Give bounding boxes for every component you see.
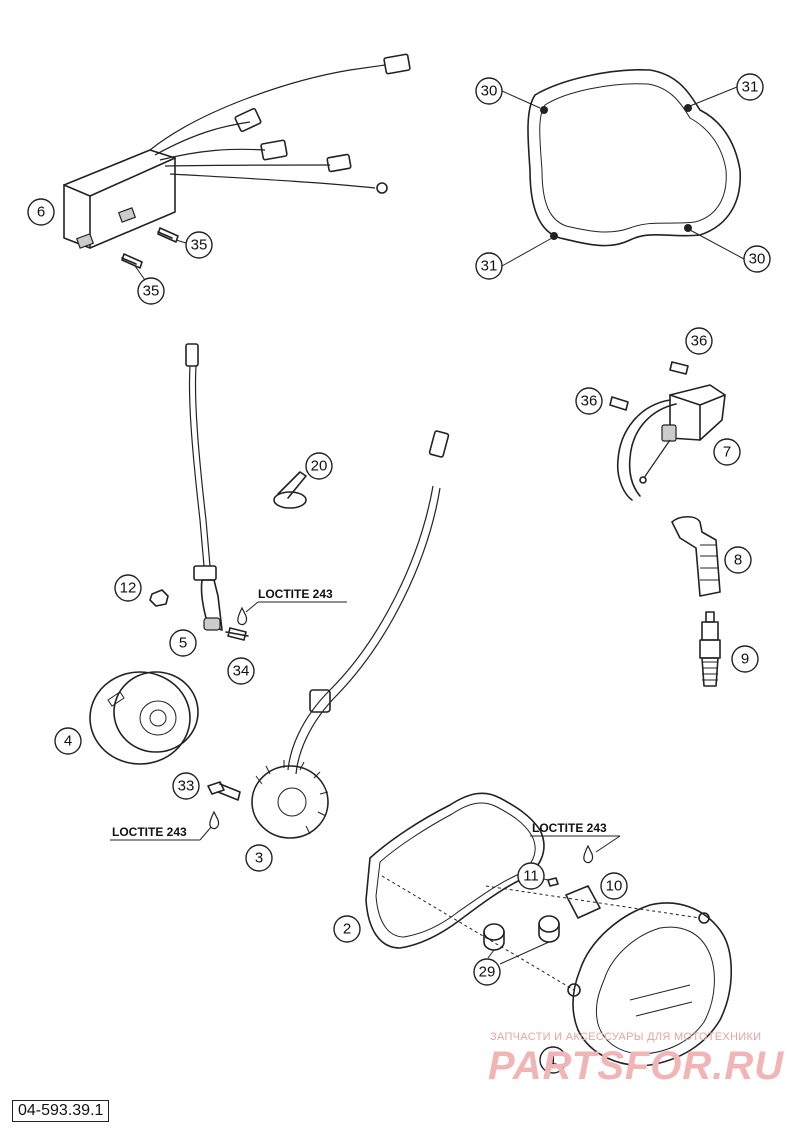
callout-3: 3 xyxy=(245,844,273,872)
spark-plug-cap-part xyxy=(671,515,721,597)
screw-11 xyxy=(547,877,559,887)
svg-text:1: 1 xyxy=(549,1052,557,1069)
callout-36-left: 36 xyxy=(575,387,603,415)
bolt-33 xyxy=(207,781,241,801)
callout-30-lower: 30 xyxy=(689,229,771,273)
ignition-cover-part xyxy=(567,902,733,1067)
ignition-cover-lower-gasket xyxy=(365,792,545,949)
stator-part xyxy=(251,430,450,839)
callout-2: 2 xyxy=(333,915,361,943)
callout-7: 7 xyxy=(713,438,741,466)
svg-text:36: 36 xyxy=(581,393,598,410)
dowel-pin-2 xyxy=(538,915,560,943)
screw-35-upper xyxy=(157,227,179,243)
svg-text:29: 29 xyxy=(479,964,496,981)
svg-text:4: 4 xyxy=(64,733,72,750)
svg-text:34: 34 xyxy=(233,663,250,680)
callout-29: 29 xyxy=(473,941,550,986)
svg-text:6: 6 xyxy=(37,204,45,221)
nut-12 xyxy=(149,589,169,607)
svg-text:10: 10 xyxy=(606,878,623,895)
flywheel-rotor-part xyxy=(89,671,199,765)
loctite-note-33: LOCTITE 243 xyxy=(110,810,220,841)
callout-36-upper: 36 xyxy=(685,327,713,355)
callout-10: 10 xyxy=(600,872,628,900)
loctite-label: LOCTITE 243 xyxy=(532,821,607,835)
watermark-logo: PARTSFOR.RU xyxy=(488,1044,785,1088)
screw-36-upper xyxy=(669,361,689,375)
svg-text:30: 30 xyxy=(749,251,766,268)
svg-text:35: 35 xyxy=(191,237,208,254)
ignition-coil-part xyxy=(616,384,726,501)
loctite-label: LOCTITE 243 xyxy=(258,587,333,601)
loctite-note-11: LOCTITE 243 xyxy=(530,821,621,864)
cdi-unit-part xyxy=(63,53,411,249)
loctite-note-34: LOCTITE 243 xyxy=(237,587,347,626)
svg-text:33: 33 xyxy=(178,778,195,795)
callout-11: 11 xyxy=(517,862,549,890)
loctite-label: LOCTITE 243 xyxy=(112,825,187,839)
callout-35-upper: 35 xyxy=(175,231,213,259)
svg-text:35: 35 xyxy=(143,283,160,300)
svg-text:8: 8 xyxy=(734,552,742,569)
svg-text:36: 36 xyxy=(691,333,708,350)
svg-text:11: 11 xyxy=(523,868,539,885)
callout-6: 6 xyxy=(27,198,55,226)
callout-35-lower: 35 xyxy=(134,265,165,305)
callout-4: 4 xyxy=(54,727,82,755)
cable-tie-part xyxy=(273,471,307,509)
callout-33: 33 xyxy=(172,772,200,800)
callout-5: 5 xyxy=(169,629,197,657)
svg-text:31: 31 xyxy=(742,79,759,96)
pickup-sensor-part xyxy=(185,343,223,631)
screw-34 xyxy=(225,627,249,641)
watermark-caption: ЗАПЧАСТИ И АКСЕССУАРЫ ДЛЯ МОТОТЕХНИКИ xyxy=(490,1031,762,1043)
ignition-cover-gasket xyxy=(527,68,741,247)
svg-text:3: 3 xyxy=(255,850,263,867)
document-number: 04-593.39.1 xyxy=(12,1100,110,1122)
cover-plate-10 xyxy=(565,885,601,919)
screw-36-left xyxy=(609,396,629,411)
svg-text:7: 7 xyxy=(723,444,731,461)
svg-text:2: 2 xyxy=(343,921,351,938)
callout-30-upper: 30 xyxy=(475,77,541,109)
spark-plug-part xyxy=(699,611,721,687)
callout-8: 8 xyxy=(724,546,752,574)
svg-text:12: 12 xyxy=(120,580,137,597)
callout-34: 34 xyxy=(227,657,255,685)
svg-text:31: 31 xyxy=(481,258,498,275)
svg-text:9: 9 xyxy=(741,651,749,668)
callout-9: 9 xyxy=(731,645,759,673)
svg-text:5: 5 xyxy=(179,635,187,652)
svg-text:30: 30 xyxy=(481,83,498,100)
screw-35-lower xyxy=(121,253,143,269)
callout-12: 12 xyxy=(114,574,142,602)
callout-31-upper: 31 xyxy=(689,73,764,107)
callout-31-lower: 31 xyxy=(475,237,553,280)
svg-text:20: 20 xyxy=(311,458,328,475)
callout-1: 1 xyxy=(539,1046,567,1074)
callout-20: 20 xyxy=(305,452,333,480)
